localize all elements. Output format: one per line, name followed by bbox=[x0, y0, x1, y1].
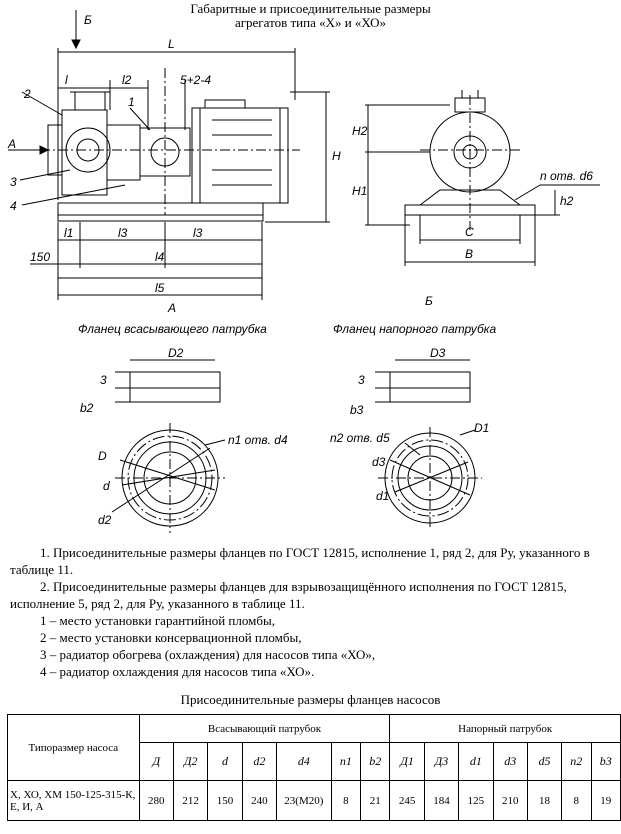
note-2: 2. Присоединительные размеры фланцев для… bbox=[10, 579, 567, 611]
legend-1: 1 – место установки гарантийной пломбы, bbox=[40, 613, 275, 628]
header-discharge: Напорный патрубок bbox=[389, 714, 621, 743]
table-cell: 280 bbox=[138, 780, 174, 821]
dim-label: B bbox=[465, 247, 473, 261]
dim-label: l bbox=[65, 73, 68, 87]
dim-label: b2 bbox=[80, 401, 94, 415]
col-header: n1 bbox=[330, 742, 362, 781]
col-header: b3 bbox=[590, 742, 621, 781]
legend-4: 4 – радиатор охлаждения для насосов типа… bbox=[40, 664, 315, 679]
dim-label: C bbox=[465, 225, 474, 239]
note-1: 1. Присоединительные размеры фланцев по … bbox=[10, 545, 590, 577]
dim-label: L bbox=[168, 37, 175, 51]
dim-label: b3 bbox=[350, 403, 364, 417]
page-title-line1: Габаритные и присоединительные размеры bbox=[190, 1, 431, 16]
dim-label: 3 bbox=[10, 175, 17, 189]
dim-label: n2 отв. d5 bbox=[330, 431, 390, 445]
dim-label: d bbox=[103, 479, 110, 493]
dim-label: l5 bbox=[155, 281, 165, 295]
suction-labels: D2 3 b2 n1 отв. d4 D d d2 bbox=[80, 346, 288, 527]
dim-label: H1 bbox=[352, 184, 367, 198]
notes: 1. Присоединительные размеры фланцев по … bbox=[10, 544, 610, 680]
dim-label: l3 bbox=[193, 226, 203, 240]
table-cell: 240 bbox=[241, 780, 278, 821]
end-view-labels: H2 H1 n отв. d6 h2 C B Б bbox=[352, 124, 593, 308]
table-cell: 8 bbox=[561, 780, 592, 821]
dim-label: Б bbox=[84, 13, 92, 27]
dim-label: D bbox=[98, 449, 107, 463]
dim-label: A bbox=[7, 137, 16, 151]
header-pump: Типоразмер насоса bbox=[7, 714, 140, 781]
col-header: Д1 bbox=[389, 742, 425, 781]
dim-label: D1 bbox=[474, 421, 489, 435]
flange-table: Типоразмер насоса Всасывающий патрубок Н… bbox=[7, 714, 621, 821]
dim-label: 3 bbox=[358, 373, 365, 387]
dim-label: l1 bbox=[64, 226, 73, 240]
dim-label: d2 bbox=[98, 513, 112, 527]
col-header: b2 bbox=[360, 742, 391, 781]
dim-label: l3 bbox=[118, 226, 128, 240]
legend-2: 2 – место установки консервационной плом… bbox=[40, 630, 302, 645]
page-title-line2: агрегатов типа «Х» и «ХО» bbox=[234, 15, 387, 30]
dim-label: D3 bbox=[430, 346, 446, 360]
table-cell: 212 bbox=[172, 780, 209, 821]
flange-suction-title: Фланец всасывающего патрубка bbox=[78, 322, 267, 336]
technical-drawing: Б L l l2 5+2-4 1 2 A 3 4 H l1 l3 l3 150 … bbox=[7, 10, 600, 533]
table-caption: Присоединительные размеры фланцев насосо… bbox=[180, 692, 441, 707]
dim-label: 1 bbox=[128, 95, 135, 109]
dim-label: Б bbox=[425, 294, 433, 308]
table-cell: 23(М20) bbox=[276, 780, 332, 821]
dim-label: d3 bbox=[372, 455, 386, 469]
discharge-labels: D3 3 b3 n2 отв. d5 D1 d3 d1 bbox=[330, 346, 489, 503]
dim-label: h2 bbox=[560, 194, 574, 208]
col-header: d2 bbox=[241, 742, 278, 781]
table-cell: 125 bbox=[458, 780, 494, 821]
dim-label: 2 bbox=[23, 87, 31, 101]
col-header: Д bbox=[138, 742, 174, 781]
suction-flange bbox=[111, 359, 226, 533]
col-header: d5 bbox=[526, 742, 563, 781]
dim-label: n1 отв. d4 bbox=[228, 433, 288, 447]
table-cell: 19 bbox=[590, 780, 621, 821]
dim-label: n отв. d6 bbox=[540, 169, 593, 183]
col-header: n2 bbox=[561, 742, 592, 781]
header-suction: Всасывающий патрубок bbox=[138, 714, 391, 743]
side-view bbox=[8, 10, 330, 300]
dim-label: 3 bbox=[100, 373, 107, 387]
end-view bbox=[365, 90, 600, 266]
table-cell: 245 bbox=[389, 780, 425, 821]
col-header: d4 bbox=[276, 742, 332, 781]
dim-label: 5+2-4 bbox=[180, 73, 211, 87]
table-cell: 184 bbox=[423, 780, 460, 821]
row-pump-name: Х, ХО, ХМ 150-125-315-К, Е, И, А bbox=[7, 780, 140, 821]
dim-label: H2 bbox=[352, 124, 368, 138]
dim-label: A bbox=[167, 301, 176, 315]
col-header: d1 bbox=[458, 742, 494, 781]
flange-discharge-title: Фланец напорного патрубка bbox=[333, 322, 496, 336]
table-cell: 8 bbox=[330, 780, 362, 821]
side-view-labels: Б L l l2 5+2-4 1 2 A 3 4 H l1 l3 l3 150 … bbox=[7, 13, 341, 315]
dim-label: l2 bbox=[122, 73, 132, 87]
col-header: d bbox=[207, 742, 243, 781]
table-cell: 18 bbox=[526, 780, 563, 821]
dim-label: D2 bbox=[168, 346, 184, 360]
col-header: d3 bbox=[492, 742, 528, 781]
dim-label: H bbox=[332, 149, 341, 163]
table-cell: 150 bbox=[207, 780, 243, 821]
dim-label: d1 bbox=[376, 489, 389, 503]
dim-label: l4 bbox=[155, 250, 165, 264]
dim-label: 4 bbox=[10, 199, 17, 213]
col-header: Д3 bbox=[423, 742, 460, 781]
legend-3: 3 – радиатор обогрева (охлаждения) для н… bbox=[40, 647, 376, 662]
discharge-flange bbox=[375, 359, 482, 528]
table-cell: 21 bbox=[360, 780, 391, 821]
table-cell: 210 bbox=[492, 780, 528, 821]
col-header: Д2 bbox=[172, 742, 209, 781]
dim-label: 150 bbox=[30, 250, 50, 264]
